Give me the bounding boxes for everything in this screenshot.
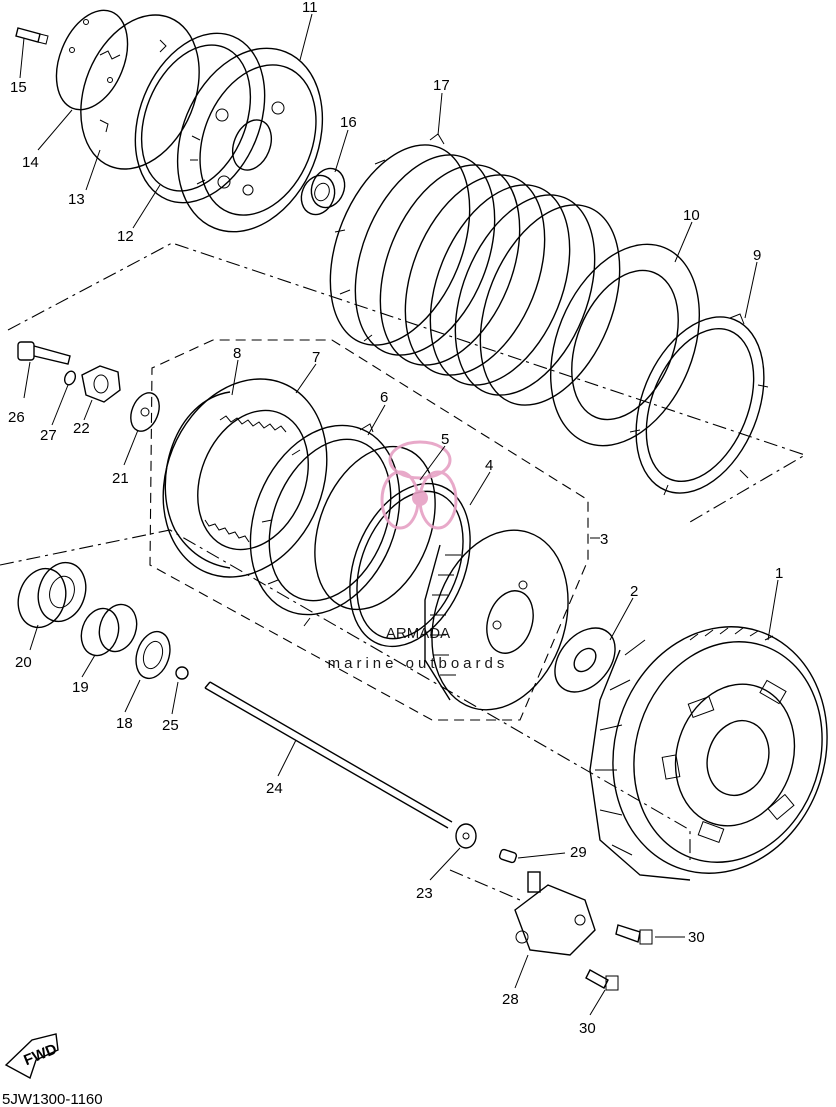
callout-24: 24 <box>266 780 283 797</box>
part-push-rod-24 <box>204 681 453 829</box>
callout-17: 17 <box>433 77 450 94</box>
callout-23: 23 <box>416 885 433 902</box>
part-thrust-washer <box>554 627 616 693</box>
part-wire-circlip <box>349 482 471 648</box>
part-bush-19 <box>80 603 138 657</box>
callout-16: 16 <box>340 114 357 131</box>
callout-7: 7 <box>312 349 320 366</box>
part-o-ring-27 <box>63 370 77 386</box>
assembly-frames <box>0 242 807 901</box>
callout-2: 2 <box>630 583 638 600</box>
watermark-tagline: marine outboards <box>328 655 509 672</box>
callout-19: 19 <box>72 679 89 696</box>
leader-lines <box>19 13 779 1016</box>
callout-26: 26 <box>8 409 25 426</box>
part-bolt-26 <box>17 341 71 365</box>
callout-4: 4 <box>485 457 493 474</box>
callout-29: 29 <box>570 844 587 861</box>
part-bolt-30a <box>615 924 653 945</box>
part-clutch-housing <box>589 626 828 881</box>
part-clutch-boss <box>424 529 569 711</box>
callout-9: 9 <box>753 247 761 264</box>
part-spring-plate-retainer <box>55 9 129 111</box>
fwd-arrow: FWD <box>4 1033 60 1080</box>
callout-30a: 30 <box>688 929 705 946</box>
part-pressure-plate <box>176 47 324 233</box>
part-bolt-30b <box>585 969 619 991</box>
part-bearing-16 <box>300 167 346 216</box>
callout-21: 21 <box>112 470 129 487</box>
part-spring-seat <box>80 14 200 170</box>
callout-22: 22 <box>73 420 90 437</box>
part-diaphragm-spring <box>134 32 266 204</box>
part-ball-25 <box>175 666 189 680</box>
callout-13: 13 <box>68 191 85 208</box>
callout-10: 10 <box>683 207 700 224</box>
watermark-brand: ARMADA <box>386 625 450 642</box>
callout-8: 8 <box>233 345 241 362</box>
callout-28: 28 <box>502 991 519 1008</box>
callout-12: 12 <box>117 228 134 245</box>
callout-5: 5 <box>441 431 449 448</box>
part-bolt-15 <box>15 27 49 45</box>
callout-15: 15 <box>10 79 27 96</box>
part-pin-29 <box>498 848 518 864</box>
part-friction-plates-stack <box>329 133 621 406</box>
callout-numbers: 1 2 3 4 5 6 7 8 9 10 11 12 13 14 15 16 1… <box>8 0 783 1037</box>
part-release-cylinder-28 <box>514 871 596 956</box>
part-nut-22 <box>81 365 121 403</box>
callout-11: 11 <box>302 0 318 16</box>
callout-3: 3 <box>600 531 608 548</box>
part-lock-washer-21 <box>130 392 160 432</box>
callout-27: 27 <box>40 427 57 444</box>
part-push-rod-holder-23 <box>455 823 477 849</box>
part-clutch-plate-1 <box>549 243 701 447</box>
watermark: ARMADA marine outboards <box>328 440 509 672</box>
callout-20: 20 <box>15 654 32 671</box>
callout-6: 6 <box>380 389 388 406</box>
part-oil-seal-18 <box>135 630 171 680</box>
part-friction-plate-1 <box>629 313 769 496</box>
callout-30b: 30 <box>579 1020 596 1037</box>
callout-14: 14 <box>22 154 39 171</box>
part-friction-plate-2 <box>249 423 401 627</box>
callout-1: 1 <box>775 565 783 582</box>
part-collar-20 <box>17 561 87 629</box>
part-clutch-plate-3 <box>164 391 231 569</box>
part-damper-spring-seat <box>314 445 436 611</box>
callout-18: 18 <box>116 715 133 732</box>
callout-25: 25 <box>162 717 179 734</box>
part-clutch-plate-2 <box>162 378 328 578</box>
diagram-code: 5JW1300-1160 <box>2 1091 103 1107</box>
watermark-logo-petal <box>388 440 452 480</box>
